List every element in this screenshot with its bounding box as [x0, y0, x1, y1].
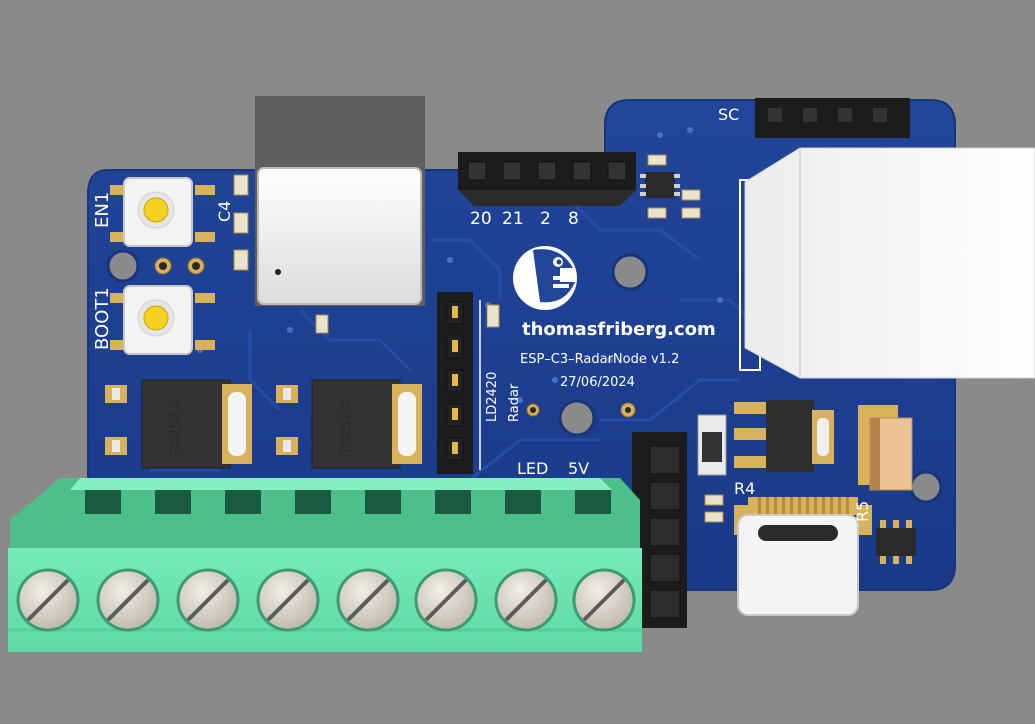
to252-regulator-2 — [276, 379, 422, 469]
sda-label-partial: SC — [718, 105, 739, 124]
radar-label: Radar — [507, 383, 522, 422]
terminal-screws — [16, 568, 636, 632]
en1-button — [110, 177, 215, 247]
mounting-hole — [611, 253, 649, 291]
5v-label: 5V — [568, 459, 589, 478]
website-url: thomasfriberg.com — [522, 319, 716, 340]
to252-label-2: TO252-2 — [339, 399, 354, 456]
i2c-header — [755, 98, 910, 138]
terminal-block — [8, 478, 642, 652]
pcb-vias — [197, 127, 723, 403]
boot1-label: BOOT1 — [92, 287, 113, 350]
radar-model-label: LD2420 — [485, 372, 500, 422]
small-ic — [876, 520, 916, 564]
pin-label: 2 — [540, 209, 551, 229]
gpio-header — [458, 152, 636, 206]
smd-capacitors — [233, 154, 724, 523]
board-date: 27/06/2024 — [560, 375, 635, 390]
esp32-module — [255, 96, 425, 306]
led-label: LED — [517, 459, 548, 478]
mounting-hole — [909, 470, 943, 504]
pin-labels: 20 21 2 8 — [470, 209, 579, 229]
mascot-logo-icon — [513, 246, 577, 310]
r5-label: R5 — [853, 501, 872, 522]
pcb-traces — [150, 188, 762, 482]
sot223-regulator — [697, 400, 834, 476]
usb-a-connector — [739, 147, 1035, 379]
pin-label: 20 — [470, 209, 492, 229]
pin-label: 8 — [568, 209, 579, 229]
boot1-button — [110, 285, 215, 355]
to252-label-1: TO252-2 — [169, 399, 184, 456]
to252-regulator-1 — [105, 379, 252, 469]
mounting-hole — [106, 249, 140, 283]
board-name: ESP–C3–RadarNode v1.2 — [520, 352, 679, 367]
mounting-hole — [558, 399, 596, 437]
en1-label: EN1 — [92, 192, 113, 228]
radar-header — [437, 292, 481, 474]
usb-c-connector — [734, 497, 872, 616]
pin-label: 21 — [502, 209, 524, 229]
sot-ic — [640, 172, 680, 198]
c4-label: C4 — [215, 201, 234, 222]
r4-label: R4 — [734, 479, 755, 498]
tantalum-capacitor — [858, 405, 913, 491]
